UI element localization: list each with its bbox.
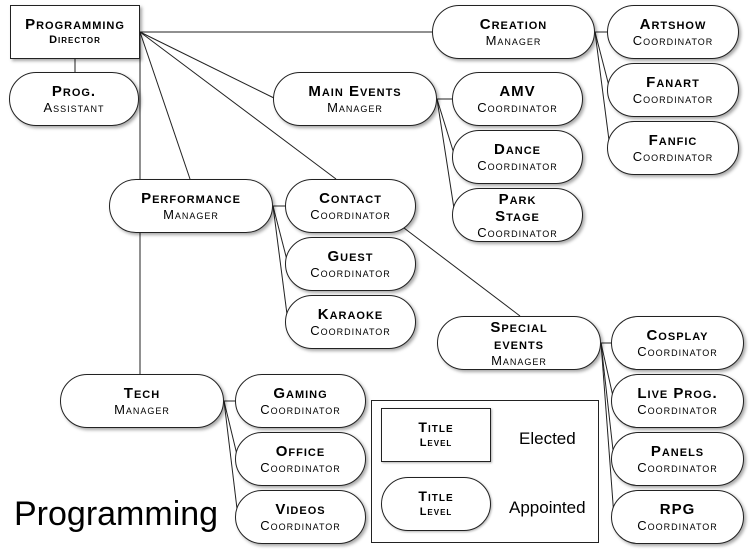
node-title: Live Prog. xyxy=(637,385,718,402)
node-level: Coordinator xyxy=(310,207,391,222)
node-title: Dance xyxy=(493,141,541,158)
node-level: Coordinator xyxy=(632,149,714,164)
node-level: Assistant xyxy=(43,100,105,115)
node-live-prog: Live Prog. Coordinator xyxy=(611,374,744,428)
legend-elected-label: Elected xyxy=(519,429,576,448)
node-performance-manager: Performance Manager xyxy=(109,179,273,233)
node-dance: Dance Coordinator xyxy=(452,130,583,184)
node-contact: Contact Coordinator xyxy=(285,179,416,233)
node-title: RPG xyxy=(659,501,696,518)
node-level: Coordinator xyxy=(637,460,718,475)
node-title: Gaming xyxy=(273,385,328,402)
node-park-stage: Park Stage Coordinator xyxy=(452,188,583,242)
legend-appointed-label: Appointed xyxy=(509,498,586,517)
connector-line xyxy=(139,31,337,180)
legend-level: Level xyxy=(419,506,453,518)
legend-elected-sample: Title Level xyxy=(381,408,491,462)
node-level: Coordinator xyxy=(260,460,341,475)
legend-level: Level xyxy=(419,437,453,449)
node-level: Coordinator xyxy=(632,33,714,48)
node-programming-director: Programming Director xyxy=(10,5,140,59)
node-artshow: Artshow Coordinator xyxy=(607,5,739,59)
connector-line xyxy=(436,98,456,216)
node-tech-manager: Tech Manager xyxy=(60,374,224,428)
connector-line xyxy=(600,342,615,518)
node-level: Coordinator xyxy=(260,402,341,417)
node-gaming: Gaming Coordinator xyxy=(235,374,366,428)
node-level: Coordinator xyxy=(637,344,718,359)
node-title: Contact xyxy=(319,190,382,207)
node-level: Director xyxy=(49,34,101,46)
node-title: Karaoke xyxy=(317,306,384,323)
node-title: Main Events xyxy=(308,83,402,100)
node-level: Manager xyxy=(485,33,542,48)
connector-line xyxy=(594,31,611,149)
node-title: Videos xyxy=(275,501,326,518)
node-creation-manager: Creation Manager xyxy=(432,5,595,59)
node-fanfic: Fanfic Coordinator xyxy=(607,121,739,175)
node-level: Coordinator xyxy=(260,518,341,533)
node-title: Special events xyxy=(490,318,548,353)
node-prog-assistant: Prog. Assistant xyxy=(9,72,139,126)
node-cosplay: Cosplay Coordinator xyxy=(611,316,744,370)
node-title: Fanfic xyxy=(648,132,698,149)
connector-line xyxy=(272,205,289,323)
node-videos: Videos Coordinator xyxy=(235,490,366,544)
node-title: Creation xyxy=(479,16,548,33)
node-level: Coordinator xyxy=(310,265,391,280)
node-title: Panels xyxy=(650,443,705,460)
node-title: Performance xyxy=(141,190,241,207)
connector-line xyxy=(436,98,456,158)
node-title: Park Stage xyxy=(495,190,540,225)
legend-appointed-sample: Title Level xyxy=(381,477,491,531)
node-level: Coordinator xyxy=(637,518,718,533)
node-panels: Panels Coordinator xyxy=(611,432,744,486)
node-level: Coordinator xyxy=(477,158,558,173)
diagram-title: Programming xyxy=(14,495,219,533)
node-guest: Guest Coordinator xyxy=(285,237,416,291)
node-level: Coordinator xyxy=(477,224,558,240)
node-fanart: Fanart Coordinator xyxy=(607,63,739,117)
node-title: Fanart xyxy=(646,74,700,91)
node-level: Manager xyxy=(163,207,219,222)
connector-line xyxy=(139,31,191,180)
node-office: Office Coordinator xyxy=(235,432,366,486)
node-title: Guest xyxy=(327,248,374,265)
connector-line xyxy=(600,342,615,460)
node-karaoke: Karaoke Coordinator xyxy=(285,295,416,349)
node-amv: AMV Coordinator xyxy=(452,72,583,126)
node-level: Coordinator xyxy=(477,100,558,115)
node-title: Office xyxy=(275,443,326,460)
node-special-events-manager: Special events Manager xyxy=(437,316,601,370)
node-title: Programming xyxy=(25,16,125,33)
node-title: AMV xyxy=(499,83,536,100)
node-main-events-manager: Main Events Manager xyxy=(273,72,437,126)
node-level: Manager xyxy=(327,100,383,115)
node-rpg: RPG Coordinator xyxy=(611,490,744,544)
node-level: Coordinator xyxy=(310,323,391,338)
connector-line xyxy=(223,400,239,518)
node-title: Prog. xyxy=(51,83,97,100)
legend-title: Title xyxy=(418,419,454,435)
node-title: Tech xyxy=(123,385,161,402)
node-title: Artshow xyxy=(639,16,707,33)
connector-line xyxy=(139,31,277,100)
connector-line xyxy=(403,227,521,317)
legend-title: Title xyxy=(418,488,454,504)
legend: Title Level Elected Title Level Appointe… xyxy=(371,400,599,543)
node-level: Coordinator xyxy=(637,402,718,417)
node-level: Manager xyxy=(491,352,547,368)
node-level: Manager xyxy=(114,402,170,417)
node-level: Coordinator xyxy=(632,91,714,106)
node-title: Cosplay xyxy=(646,327,709,344)
